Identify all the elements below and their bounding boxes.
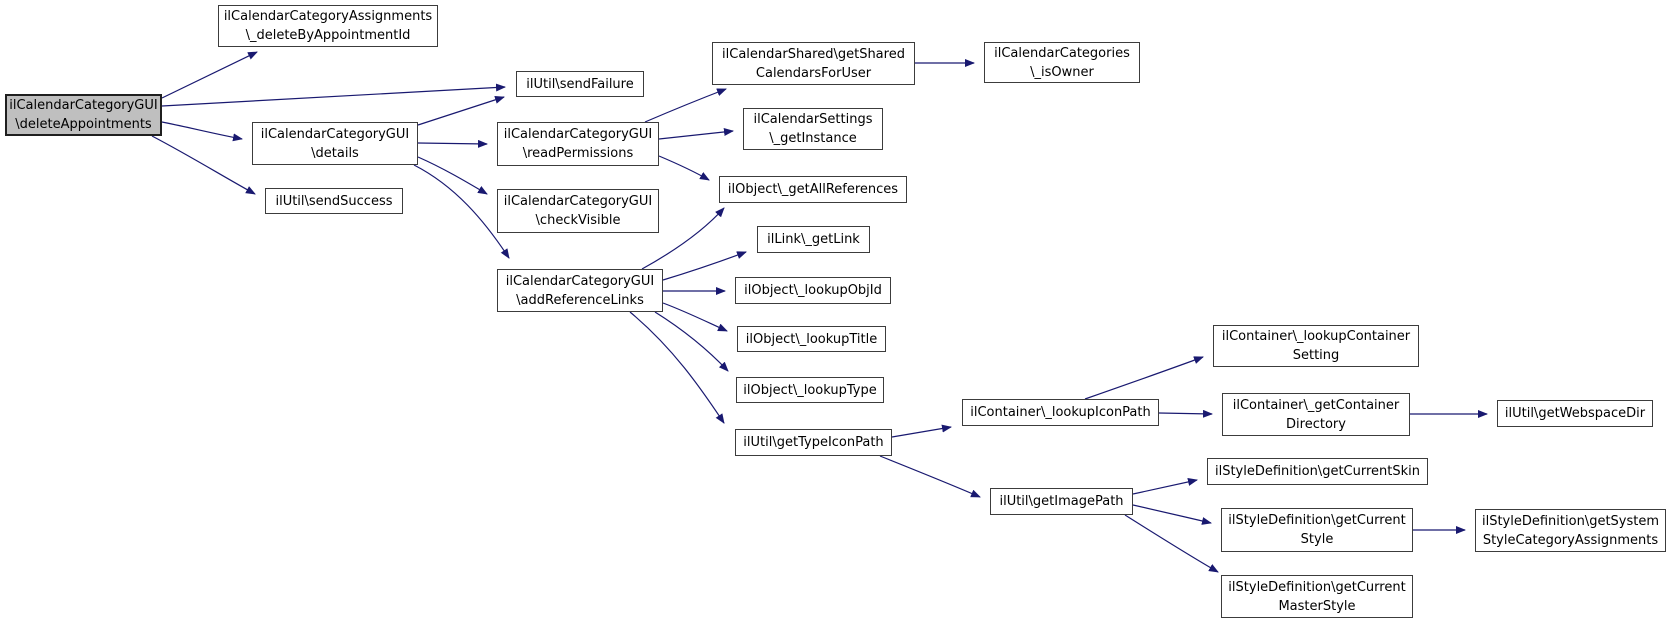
node-label: ilObject\_lookupObjId bbox=[744, 283, 882, 298]
node-lookup-type[interactable]: ilObject\_lookupType bbox=[736, 377, 884, 403]
node-label: \_deleteByAppointmentId bbox=[245, 28, 411, 43]
node-label: Setting bbox=[1292, 348, 1340, 363]
node-label: \_isOwner bbox=[1030, 64, 1094, 80]
node-get-instance[interactable]: ilCalendarSettings \_getInstance bbox=[743, 108, 883, 150]
node-label: Directory bbox=[1286, 416, 1346, 432]
edge-details-to-add-reference-links bbox=[413, 164, 510, 259]
node-label: ilStyleDefinition\getSystem bbox=[1481, 513, 1660, 529]
node-check-visible[interactable]: ilCalendarCategoryGUI \checkVisible bbox=[497, 189, 659, 233]
edge-details-to-send-failure bbox=[417, 95, 505, 126]
node-get-all-references[interactable]: ilObject\_getAllReferences bbox=[719, 176, 907, 203]
node-label: ilCalendarSettings bbox=[753, 112, 873, 127]
node-label: \details bbox=[311, 145, 359, 161]
edge-add-reference-links-to-lookup-title bbox=[662, 302, 728, 332]
node-get-link[interactable]: ilLink\_getLink bbox=[757, 226, 870, 253]
node-send-success[interactable]: ilUtil\sendSuccess bbox=[265, 188, 403, 214]
node-label: ilContainer\_getContainer bbox=[1232, 397, 1400, 413]
node-label: \_getInstance bbox=[769, 131, 857, 146]
node-label: ilContainer\_lookupIconPath bbox=[970, 405, 1151, 420]
node-label: \readPermissions bbox=[522, 146, 634, 161]
node-add-reference-links[interactable]: ilCalendarCategoryGUI \addReferenceLinks bbox=[497, 269, 663, 312]
node-get-webspace-dir[interactable]: ilUtil\getWebspaceDir bbox=[1497, 400, 1653, 427]
node-label: ilUtil\getImagePath bbox=[999, 494, 1124, 509]
node-lookup-container-setting[interactable]: ilContainer\_lookupContainer Setting bbox=[1213, 325, 1419, 367]
edge-read-permissions-to-get-instance bbox=[658, 127, 734, 140]
node-get-image-path[interactable]: ilUtil\getImagePath bbox=[990, 488, 1133, 515]
edge-delete-appointments-to-details bbox=[161, 121, 243, 142]
node-label: ilCalendarCategories bbox=[994, 45, 1130, 61]
edge-delete-appointments-to-delete-by-appointment-id bbox=[161, 51, 258, 99]
node-get-type-icon-path[interactable]: ilUtil\getTypeIconPath bbox=[735, 429, 892, 456]
edge-delete-appointments-to-send-failure bbox=[161, 83, 506, 107]
node-read-permissions[interactable]: ilCalendarCategoryGUI \readPermissions bbox=[497, 122, 659, 166]
edge-get-image-path-to-get-current-style bbox=[1132, 504, 1212, 525]
node-label: ilCalendarCategoryGUI bbox=[505, 273, 655, 289]
edge-add-reference-links-to-lookup-type bbox=[654, 311, 729, 372]
edge-details-to-read-permissions bbox=[417, 139, 488, 148]
edge-get-type-icon-path-to-get-image-path bbox=[879, 455, 981, 498]
edge-lookup-icon-path-to-lookup-container-setting bbox=[1084, 356, 1204, 400]
node-label: ilObject\_getAllReferences bbox=[727, 182, 899, 197]
node-label: ilCalendarCategoryGUI bbox=[260, 126, 410, 142]
node-is-owner[interactable]: ilCalendarCategories \_isOwner bbox=[984, 42, 1140, 83]
node-label: ilUtil\getWebspaceDir bbox=[1504, 406, 1646, 421]
node-label: ilObject\_lookupType bbox=[743, 382, 877, 398]
node-label: \checkVisible bbox=[535, 213, 621, 228]
node-label: ilCalendarShared\getShared bbox=[722, 46, 905, 62]
node-label: ilObject\_lookupTitle bbox=[745, 331, 878, 347]
node-details[interactable]: ilCalendarCategoryGUI \details bbox=[252, 122, 418, 165]
node-label: ilStyleDefinition\getCurrent bbox=[1228, 513, 1406, 528]
edge-read-permissions-to-get-shared-calendars bbox=[644, 88, 727, 123]
node-lookup-obj-id[interactable]: ilObject\_lookupObjId bbox=[735, 277, 891, 304]
node-label: ilCalendarCategoryAssignments bbox=[223, 9, 433, 24]
node-get-current-style[interactable]: ilStyleDefinition\getCurrent Style bbox=[1221, 508, 1413, 552]
node-label: CalendarsForUser bbox=[755, 65, 872, 81]
node-send-failure[interactable]: ilUtil\sendFailure bbox=[516, 71, 644, 97]
node-label: MasterStyle bbox=[1278, 598, 1356, 614]
node-lookup-icon-path[interactable]: ilContainer\_lookupIconPath bbox=[962, 399, 1159, 426]
node-label: ilLink\_getLink bbox=[767, 232, 860, 247]
edge-get-type-icon-path-to-lookup-icon-path bbox=[891, 424, 952, 438]
node-label: \deleteAppointments bbox=[15, 117, 152, 132]
node-label: ilCalendarCategoryGUI bbox=[503, 127, 653, 142]
node-get-current-skin[interactable]: ilStyleDefinition\getCurrentSkin bbox=[1207, 458, 1428, 485]
edge-get-image-path-to-get-current-master-style bbox=[1124, 514, 1219, 573]
node-delete-appointments: ilCalendarCategoryGUI \deleteAppointment… bbox=[5, 94, 162, 136]
node-get-shared-calendars-for-user[interactable]: ilCalendarShared\getShared CalendarsForU… bbox=[712, 42, 915, 85]
edge-lookup-icon-path-to-get-container-directory bbox=[1158, 409, 1213, 418]
edge-read-permissions-to-get-all-references bbox=[658, 155, 710, 181]
node-label: ilContainer\_lookupContainer bbox=[1221, 329, 1411, 344]
node-label: ilUtil\sendFailure bbox=[526, 76, 634, 92]
node-label: ilStyleDefinition\getCurrent bbox=[1228, 579, 1406, 595]
node-label: Style bbox=[1300, 532, 1334, 547]
node-label: ilCalendarCategoryGUI bbox=[9, 98, 158, 113]
node-label: ilStyleDefinition\getCurrentSkin bbox=[1214, 464, 1420, 479]
node-get-current-master-style[interactable]: ilStyleDefinition\getCurrent MasterStyle bbox=[1221, 575, 1413, 618]
node-get-container-directory[interactable]: ilContainer\_getContainer Directory bbox=[1222, 393, 1410, 436]
edge-get-image-path-to-get-current-skin bbox=[1132, 478, 1198, 495]
edge-details-to-check-visible bbox=[417, 156, 488, 195]
edge-add-reference-links-to-get-type-icon-path bbox=[629, 311, 725, 424]
edge-add-reference-links-to-get-link bbox=[662, 251, 747, 281]
node-lookup-title[interactable]: ilObject\_lookupTitle bbox=[737, 326, 886, 352]
node-label: ilUtil\sendSuccess bbox=[275, 193, 393, 209]
node-label: \addReferenceLinks bbox=[516, 292, 644, 308]
node-label: ilUtil\getTypeIconPath bbox=[743, 435, 884, 450]
edge-delete-appointments-to-send-success bbox=[151, 135, 256, 195]
node-label: ilCalendarCategoryGUI bbox=[503, 194, 653, 209]
node-get-system-style-category-assignments[interactable]: ilStyleDefinition\getSystem StyleCategor… bbox=[1475, 509, 1666, 552]
node-delete-by-appointment-id[interactable]: ilCalendarCategoryAssignments \_deleteBy… bbox=[218, 5, 438, 47]
node-label: StyleCategoryAssignments bbox=[1482, 532, 1659, 548]
